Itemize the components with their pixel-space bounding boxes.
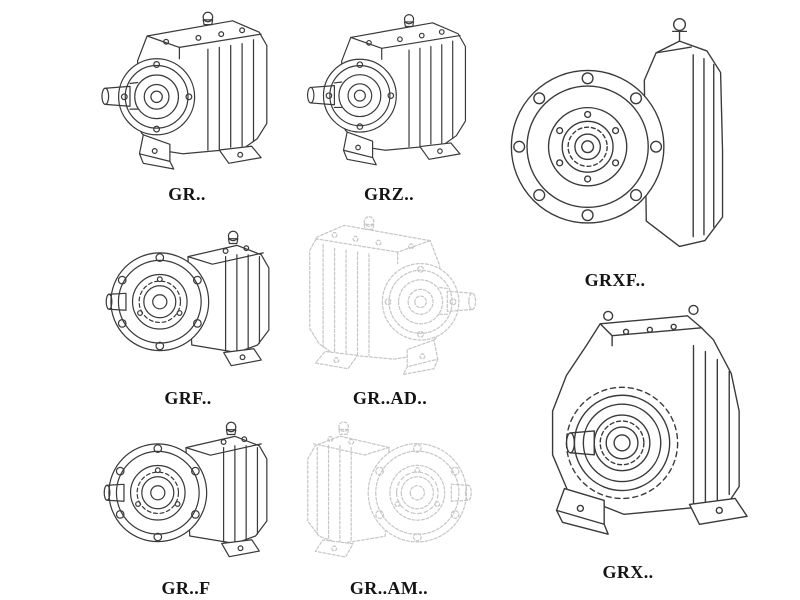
gearbox-flange-drawing xyxy=(94,212,282,384)
gearbox-foot-drawing xyxy=(298,4,480,180)
figure-label-grf: GRF.. xyxy=(164,388,212,408)
figure-label-gram: GR..AM.. xyxy=(349,578,429,598)
gearbox-foot-drawing xyxy=(92,6,282,180)
figure-label-grxf: GRXF.. xyxy=(584,270,646,290)
figure-grfoot-flange: GR..F xyxy=(92,404,280,599)
figure-grx: GRX.. xyxy=(498,298,758,583)
figure-label-grx: GRX.. xyxy=(602,562,654,582)
figure-label-grz: GRZ.. xyxy=(363,184,414,204)
figure-grf: GRF.. xyxy=(94,212,282,409)
figure-gram: GR..AM.. xyxy=(290,404,488,599)
figure-label-gr: GR.. xyxy=(168,184,206,204)
gearbox-large-drawing xyxy=(498,298,758,558)
gearbox-motor-adapter-ghost-drawing xyxy=(290,404,488,574)
figure-label-grfootflange: GR..F xyxy=(161,578,211,598)
figure-grxf: GRXF.. xyxy=(494,4,736,291)
figure-gr: GR.. xyxy=(92,6,282,205)
figure-label-grad: GR..AD.. xyxy=(352,388,428,408)
gearbox-adapter-ghost-drawing xyxy=(292,212,488,384)
figure-grz: GRZ.. xyxy=(298,4,480,205)
figure-grad: GR..AD.. xyxy=(292,212,488,409)
gearbox-foot-flange-drawing xyxy=(92,404,280,574)
gearbox-flange-front-drawing xyxy=(494,4,736,266)
